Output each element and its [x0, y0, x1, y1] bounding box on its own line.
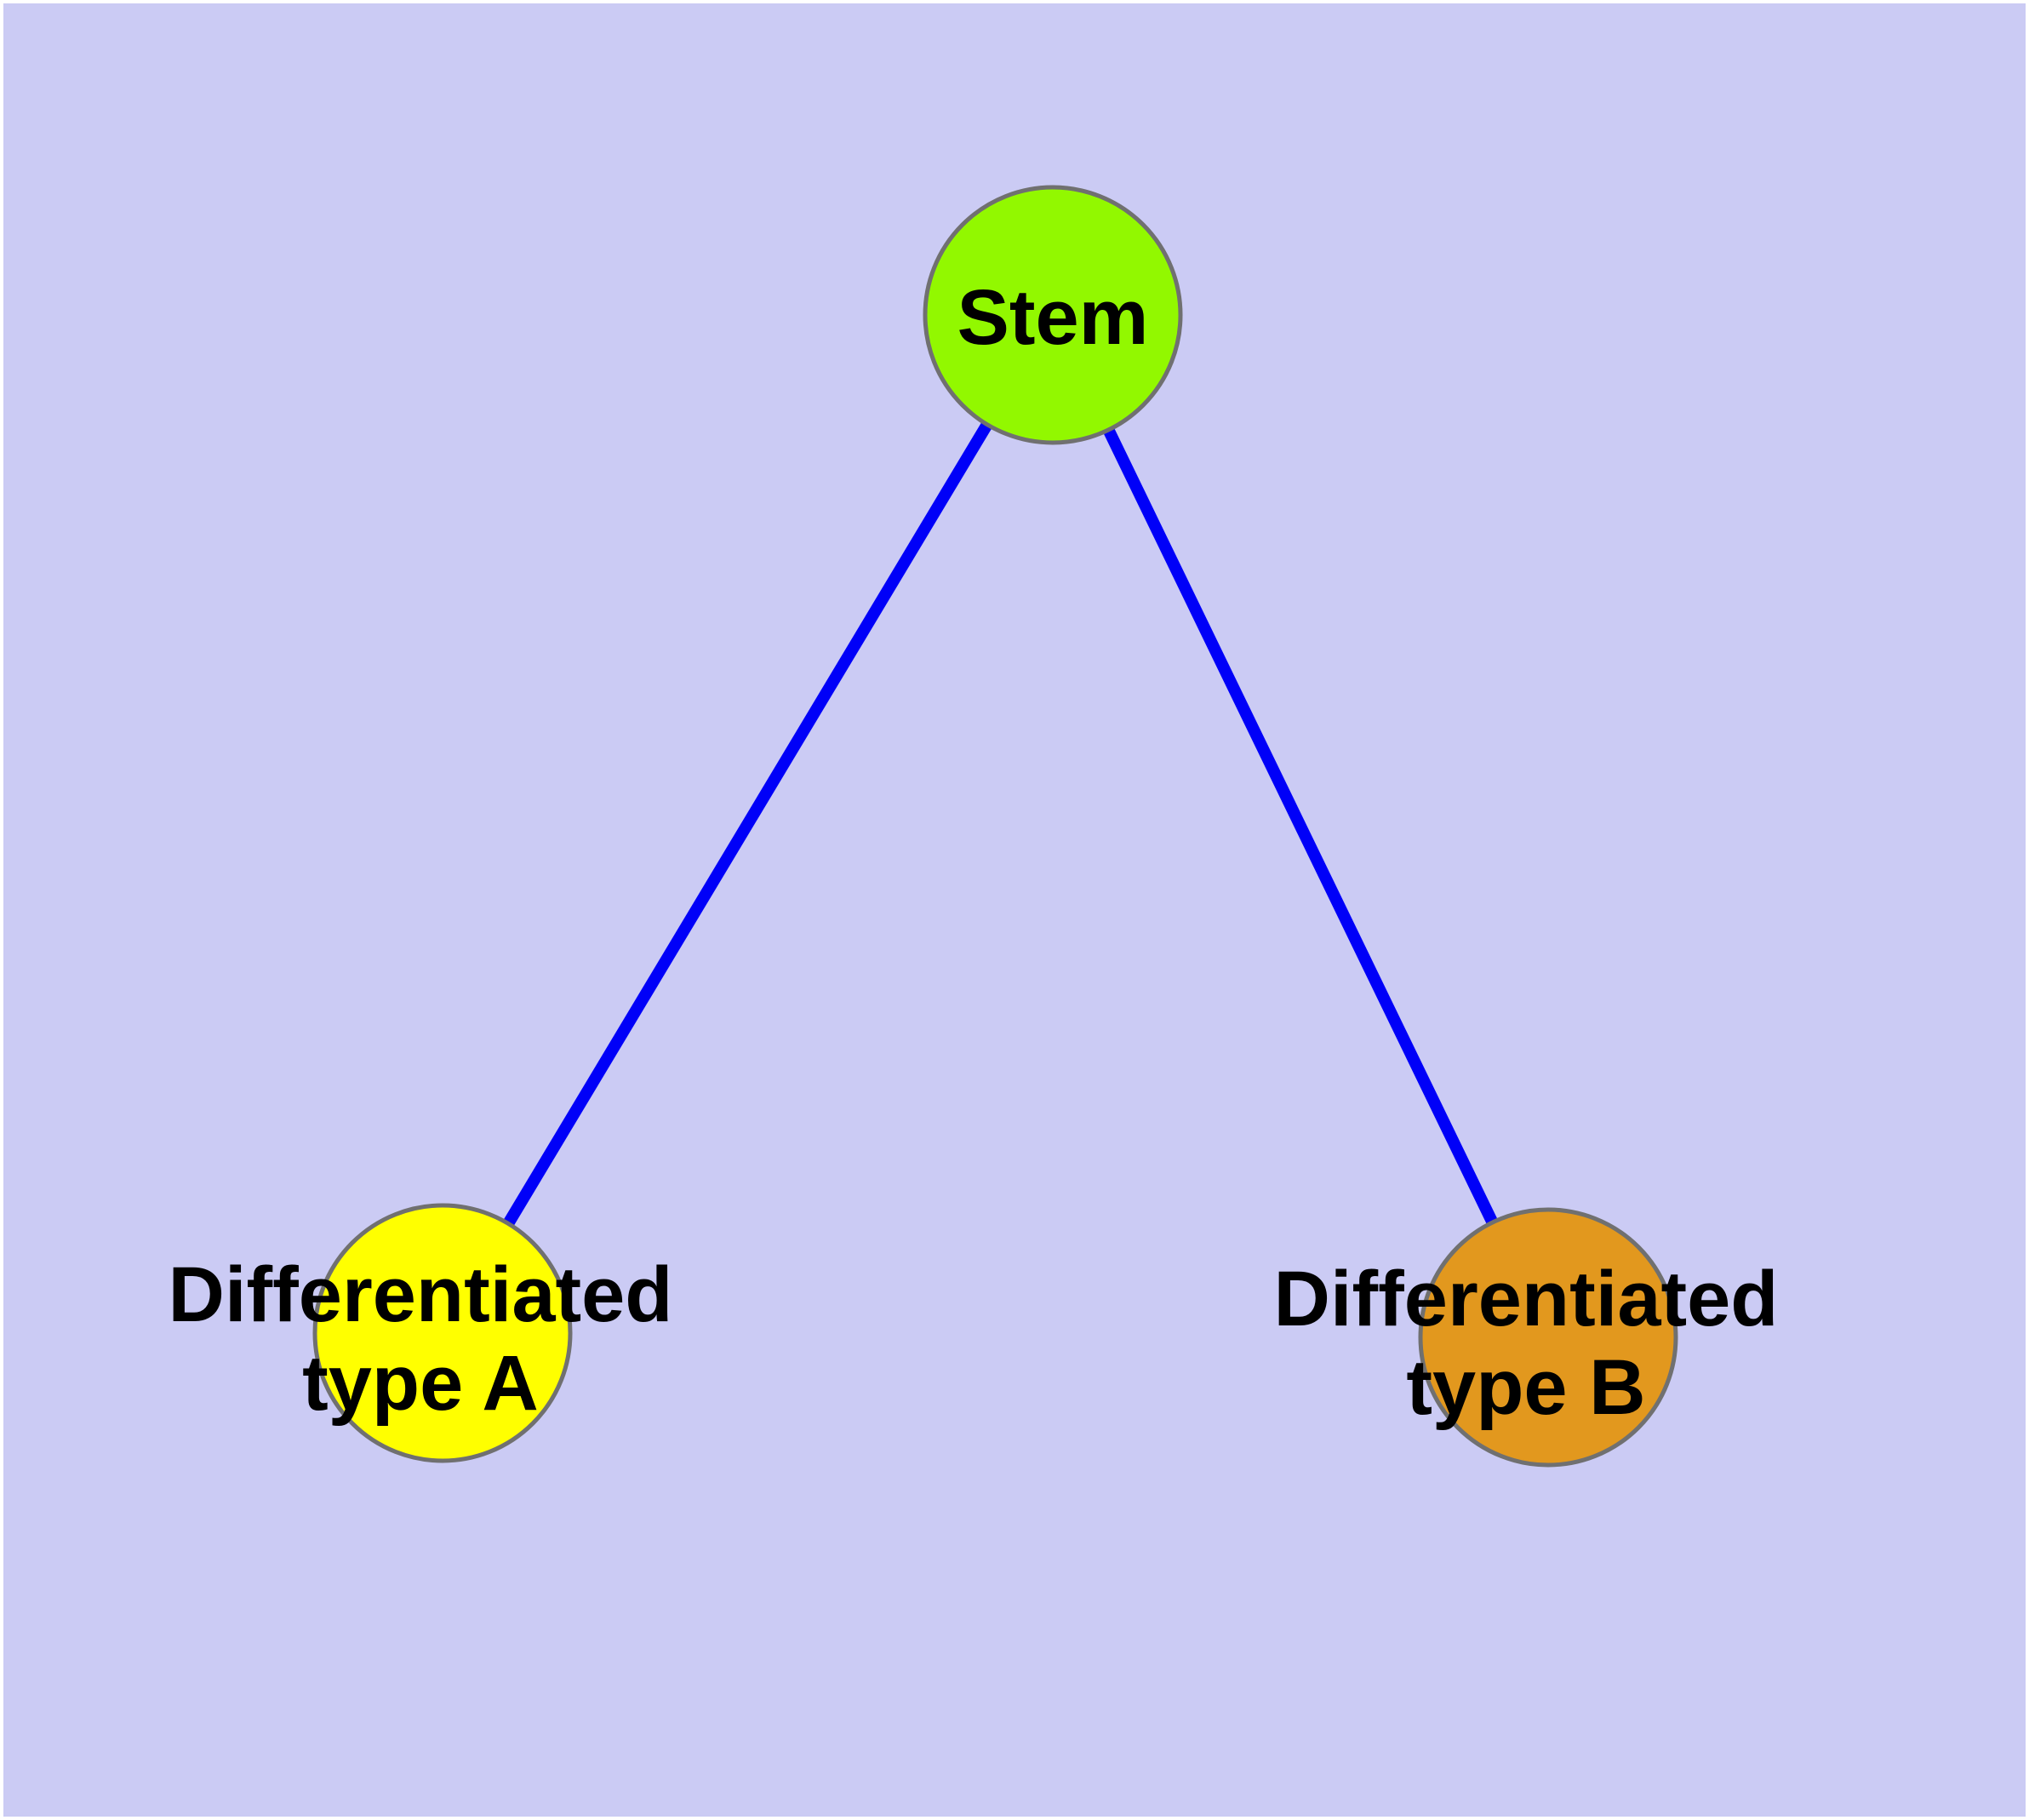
node-differentiated-type-b [1418, 1207, 1678, 1468]
node-label-line: type A [302, 1340, 539, 1427]
node-differentiated-type-a [312, 1203, 573, 1463]
edge-stem-to-differentiated-type-b [1047, 312, 1554, 1341]
node-label-stem: Stem [957, 274, 1149, 361]
nodes-layer [312, 185, 1678, 1468]
edge-stem-to-differentiated-type-a [437, 312, 1059, 1336]
node-label-line: Differentiated [1274, 1256, 1779, 1342]
node-stem [923, 185, 1183, 445]
node-label-line: Stem [957, 274, 1149, 361]
node-label-line: Differentiated [169, 1251, 673, 1338]
edges-layer [437, 312, 1554, 1341]
node-label-line: type B [1406, 1344, 1645, 1431]
